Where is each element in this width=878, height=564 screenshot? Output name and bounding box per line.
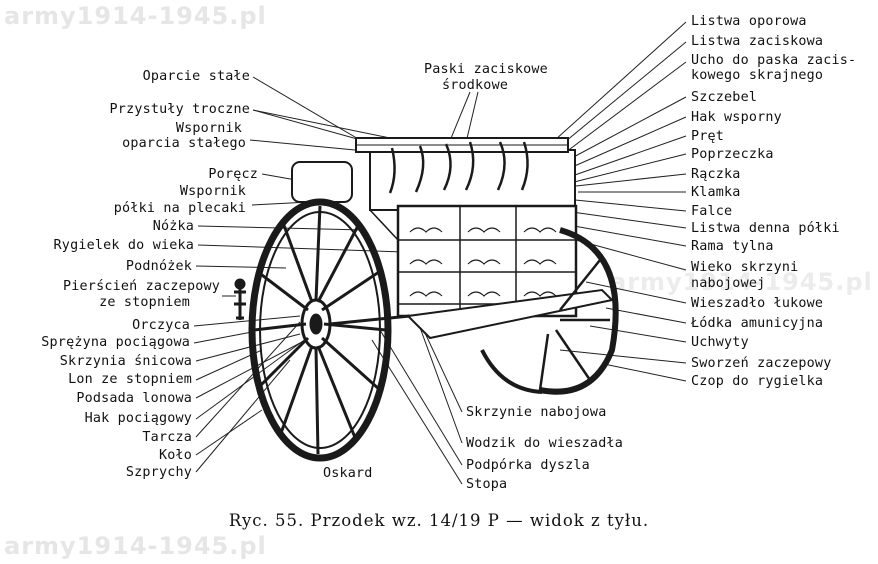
label-podporka-dyszla: Podpórka dyszla [466,458,590,473]
label-wieko-skrzyni: Wieko skrzyni [691,260,799,275]
label-wspornik-1: Wspornik [175,121,242,136]
axle-and-hook [234,278,411,326]
label-srodkowe: środkowe [442,78,509,93]
label-uchwyty: Uchwyty [691,335,749,350]
label-ze-stopniem: ze stopniem [99,295,190,310]
label-raczka: Rączka [691,167,741,182]
label-rygielek-do-wieka: Rygielek do wieka [53,238,194,253]
label-szprychy: Szprychy [125,465,192,480]
label-hak-pociagowy: Hak pociągowy [84,411,192,426]
label-tarcza: Tarcza [142,430,192,445]
label-szczebel: Szczebel [691,90,758,105]
watermark-right: army1914-1945.pl [610,268,873,296]
label-wodzik-do-wieszadla: Wodzik do wieszadła [466,436,623,451]
label-pret: Pręt [691,129,725,144]
label-wieszadlo-lukowe: Wieszadło łukowe [691,296,824,311]
label-nabojowej: nabojowej [691,276,766,291]
label-ucho-do-paska: Ucho do paska zacis- [691,53,857,68]
label-wspornik-2: Wspornik [179,184,246,199]
label-hak-wsporny: Hak wsporny [691,110,782,125]
label-polki-na-plecaki: półki na plecaki [113,201,246,216]
label-kowego-skrajnego: kowego skrajnego [691,68,824,83]
label-stopa: Stopa [466,477,508,492]
figure-caption: Ryc. 55. Przodek wz. 14/19 P — widok z t… [228,511,650,530]
label-paski-zaciskowe: Paski zaciskowe [424,62,548,77]
label-czop-do-rygielka: Czop do rygielka [691,374,824,389]
watermark-top: army1914-1945.pl [4,2,267,30]
label-oparcia-stalego: oparcia stałego [122,136,246,151]
label-listwa-denna-polki: Listwa denna półki [691,221,840,236]
label-rama-tylna: Rama tylna [691,239,774,254]
label-pierscien-zaczepowy: Pierścień zaczepowy [63,279,220,294]
label-nozka: Nóżka [152,219,194,234]
label-lon-ze-stopniem: Lon ze stopniem [68,372,192,387]
wheel-left [248,198,392,462]
label-klamka: Klamka [691,185,741,200]
label-listwa-zaciskowa: Listwa zaciskowa [691,34,824,49]
label-orczyca: Orczyca [132,318,190,333]
label-podnozek: Podnóżek [125,259,192,274]
label-skrzynia-snicowa: Skrzynia śnicowa [59,354,192,369]
label-listwa-oporowa: Listwa oporowa [691,14,807,29]
label-oskard: Oskard [323,466,373,481]
label-poprzeczka: Poprzeczka [691,147,774,162]
label-sprezyna-pociagowa: Sprężyna pociągowa [41,335,190,350]
label-falce: Falce [691,204,733,219]
wheel-right [480,227,619,395]
label-sworzen-zaczepowy: Sworzeń zaczepowy [691,356,832,371]
rear-ammunition-box [291,137,615,340]
label-skrzynie-nabojowa: Skrzynie nabojowa [466,405,607,420]
label-oparcie-stale: Oparcie stałe [142,69,250,84]
label-lodka-amunicyjna: Łódka amunicyjna [691,316,824,331]
watermark-bottom: army1914-1945.pl [4,532,267,560]
label-podsada-lonowa: Podsada lonowa [76,391,192,406]
label-porecz: Poręcz [208,167,258,182]
label-przystuly-troczne: Przystuły troczne [109,102,250,117]
label-kolo: Koło [158,448,192,463]
